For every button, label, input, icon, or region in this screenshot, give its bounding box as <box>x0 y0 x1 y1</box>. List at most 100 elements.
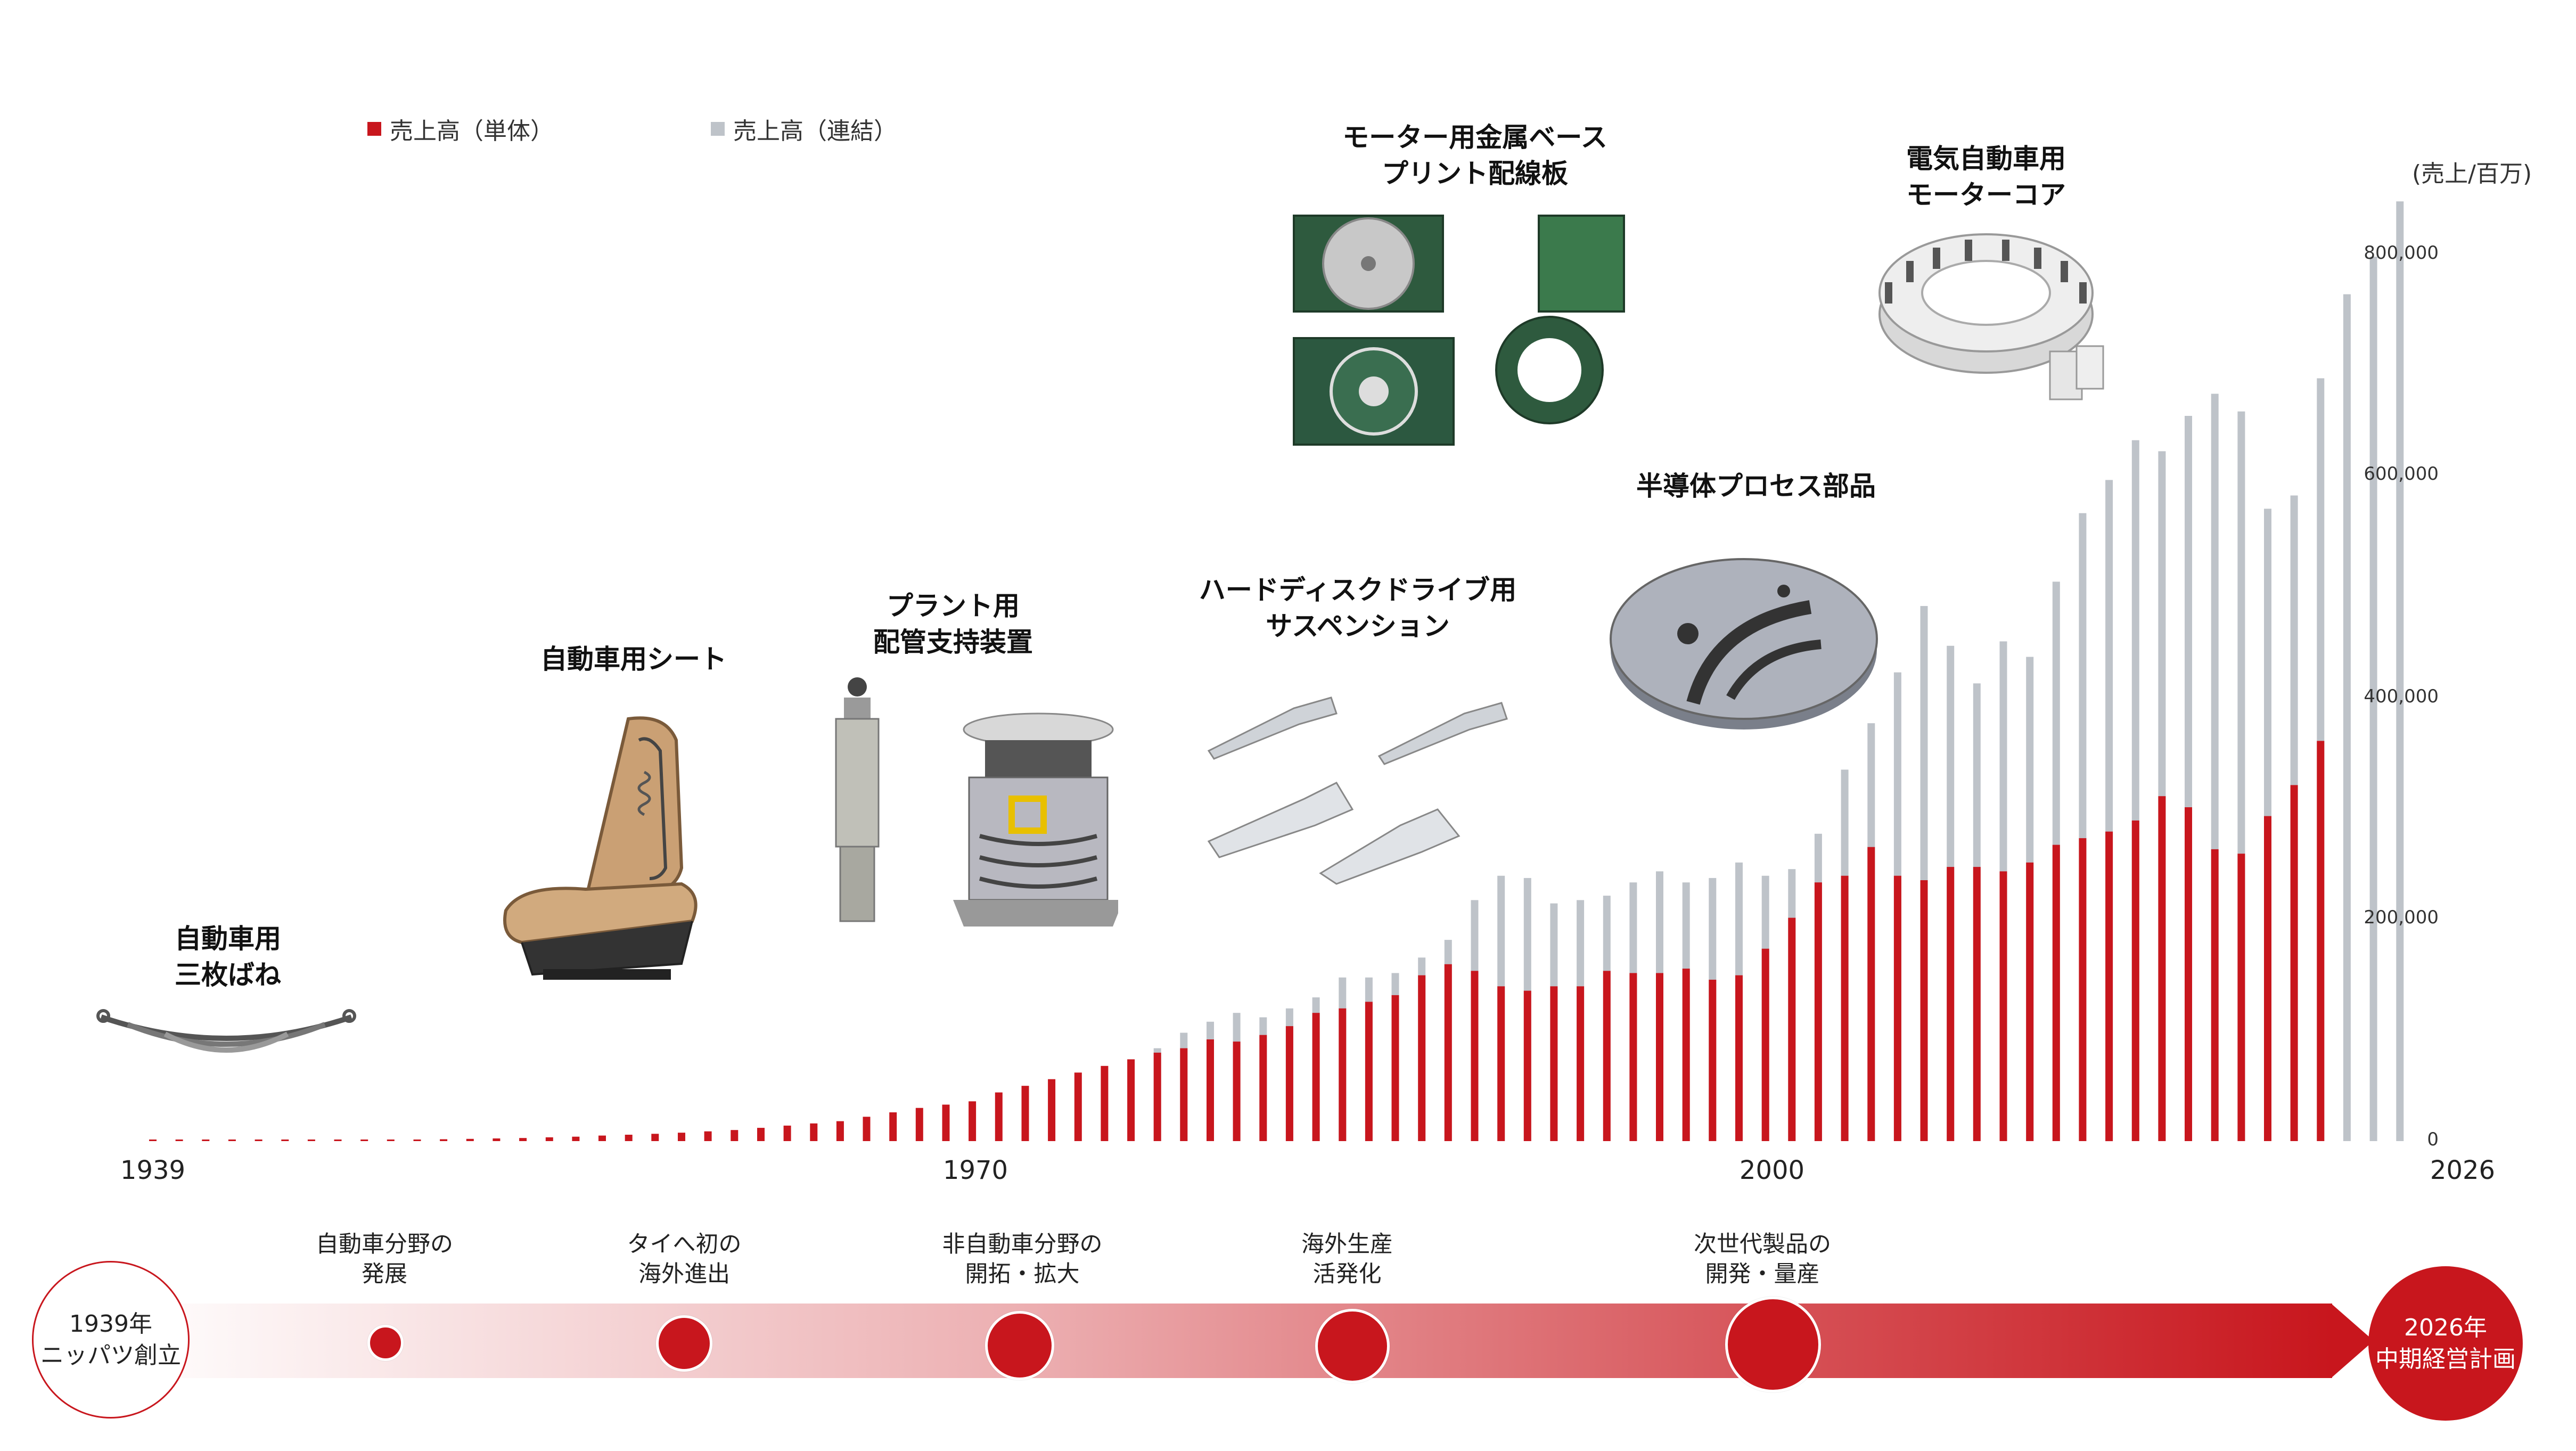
caption-line: プリント配線板 <box>1382 158 1568 189</box>
caption-line: 三枚ばね <box>175 959 281 990</box>
timeline-start-event: ニッパツ創立 <box>40 1342 181 1369</box>
milestone-line: 開拓・拡大 <box>965 1260 1080 1288</box>
caption-leaf-spring: 自動車用 三枚ばね <box>175 921 281 993</box>
standalone-bar <box>1867 847 1875 1141</box>
timeline-end-event: 中期経営計画 <box>2375 1346 2516 1373</box>
standalone-bar <box>413 1140 421 1141</box>
standalone-bar <box>1735 975 1743 1141</box>
caption-line: 電気自動車用 <box>1906 143 2066 174</box>
standalone-bar <box>466 1138 474 1141</box>
standalone-bar <box>1233 1042 1241 1141</box>
standalone-bar <box>2105 831 2113 1142</box>
standalone-bar <box>1153 1052 1161 1141</box>
standalone-bar <box>836 1121 844 1141</box>
caption-line: 自動車用シート <box>540 644 727 675</box>
standalone-bar <box>2317 741 2325 1141</box>
standalone-bar <box>1577 986 1585 1141</box>
milestone-line: 自動車分野の <box>316 1231 453 1258</box>
milestone-line: 開発・量産 <box>1705 1260 1820 1288</box>
standalone-bar <box>493 1138 501 1141</box>
milestone-line: 発展 <box>362 1260 407 1288</box>
caption-line: モーターコア <box>1906 179 2066 210</box>
caption-line: 半導体プロセス部品 <box>1636 471 1876 502</box>
standalone-bar <box>783 1125 791 1141</box>
standalone-bar <box>1312 1013 1320 1141</box>
timeline-start-circle: 1939年 ニッパツ創立 <box>32 1261 190 1419</box>
standalone-bar <box>1180 1048 1188 1141</box>
standalone-bar <box>2185 807 2192 1141</box>
timeline-start-year: 1939年 <box>69 1310 152 1338</box>
standalone-bar <box>1788 917 1796 1141</box>
standalone-bar <box>598 1135 606 1141</box>
standalone-bar <box>175 1140 183 1141</box>
standalone-bar <box>1418 975 1426 1141</box>
standalone-bar <box>731 1130 739 1141</box>
standalone-bar <box>1841 875 1849 1141</box>
standalone-bar <box>2237 854 2245 1141</box>
standalone-bar <box>1550 986 1558 1141</box>
standalone-bar <box>625 1135 633 1141</box>
standalone-bar <box>307 1140 315 1141</box>
standalone-bar <box>1920 880 1928 1141</box>
standalone-bar <box>651 1134 659 1141</box>
legend-standalone-swatch <box>367 122 381 136</box>
caption-line: 配管支持装置 <box>873 626 1033 658</box>
milestone-dot <box>1725 1297 1821 1392</box>
standalone-bar <box>1709 979 1717 1141</box>
standalone-bar <box>995 1092 1003 1141</box>
standalone-bar <box>519 1138 527 1141</box>
standalone-bar <box>1444 964 1452 1141</box>
standalone-bar <box>1207 1039 1214 1141</box>
timeline-arrow-head <box>2331 1304 2374 1378</box>
legend-consolidated-label: 売上高（連結） <box>733 118 897 145</box>
timeline-end-circle: 2026年 中期経営計画 <box>2368 1266 2523 1421</box>
standalone-bars <box>149 741 2325 1142</box>
standalone-bar <box>1947 867 1955 1141</box>
milestone-line: 海外生産 <box>1301 1231 1393 1258</box>
standalone-bar <box>440 1139 448 1141</box>
milestone-line: 次世代製品の <box>1694 1231 1831 1258</box>
milestone-label: 次世代製品の 開発・量産 <box>1694 1230 1831 1290</box>
x-tick-label: 1939 <box>120 1155 186 1185</box>
standalone-bar <box>969 1101 977 1141</box>
legend-standalone-label: 売上高（単体） <box>390 118 554 145</box>
milestone-label: 海外生産 活発化 <box>1301 1230 1393 1290</box>
standalone-bar <box>360 1140 368 1141</box>
caption-motor-core: 電気自動車用 モーターコア <box>1906 141 2066 213</box>
y-tick-label: 400,000 <box>2364 686 2439 707</box>
standalone-bar <box>1656 973 1663 1141</box>
standalone-bar <box>1999 871 2007 1141</box>
caption-line: モーター用金属ベース <box>1342 122 1607 153</box>
standalone-bar <box>810 1123 818 1141</box>
x-tick-label: 1970 <box>942 1155 1008 1185</box>
motor-core-illustration <box>1878 233 2104 400</box>
leaf-spring-illustration <box>96 1009 356 1053</box>
x-tick-label: 2000 <box>1739 1155 1805 1185</box>
car-seat-illustration <box>503 716 698 980</box>
consolidated-bar <box>2369 257 2377 1141</box>
standalone-bar <box>2026 862 2034 1141</box>
standalone-bar <box>678 1133 685 1141</box>
standalone-bar <box>1471 971 1479 1141</box>
metal-base-pcb-illustration <box>1293 215 1625 446</box>
y-axis-unit: (売上/百万) <box>2412 160 2532 187</box>
standalone-bar <box>1021 1086 1029 1141</box>
hdd-suspension-illustration <box>1207 696 1508 885</box>
standalone-bar <box>1259 1035 1267 1141</box>
semiconductor-part-illustration <box>1610 558 1878 729</box>
milestone-dot <box>985 1311 1054 1380</box>
standalone-bar <box>1285 1026 1293 1141</box>
standalone-bar <box>704 1131 712 1141</box>
standalone-bar <box>2211 849 2219 1141</box>
standalone-bar <box>757 1128 765 1141</box>
timeline-arrow-band <box>170 1304 2332 1378</box>
standalone-bar <box>863 1117 871 1141</box>
legend-standalone: 売上高（単体） <box>367 112 554 146</box>
y-tick-label: 800,000 <box>2364 242 2439 264</box>
standalone-bar <box>2158 796 2166 1141</box>
caption-hdd: ハードディスクドライブ用 サスペンション <box>1199 572 1517 644</box>
standalone-bar <box>1973 867 1981 1141</box>
standalone-bar <box>1814 882 1822 1141</box>
standalone-bar <box>1629 973 1637 1141</box>
